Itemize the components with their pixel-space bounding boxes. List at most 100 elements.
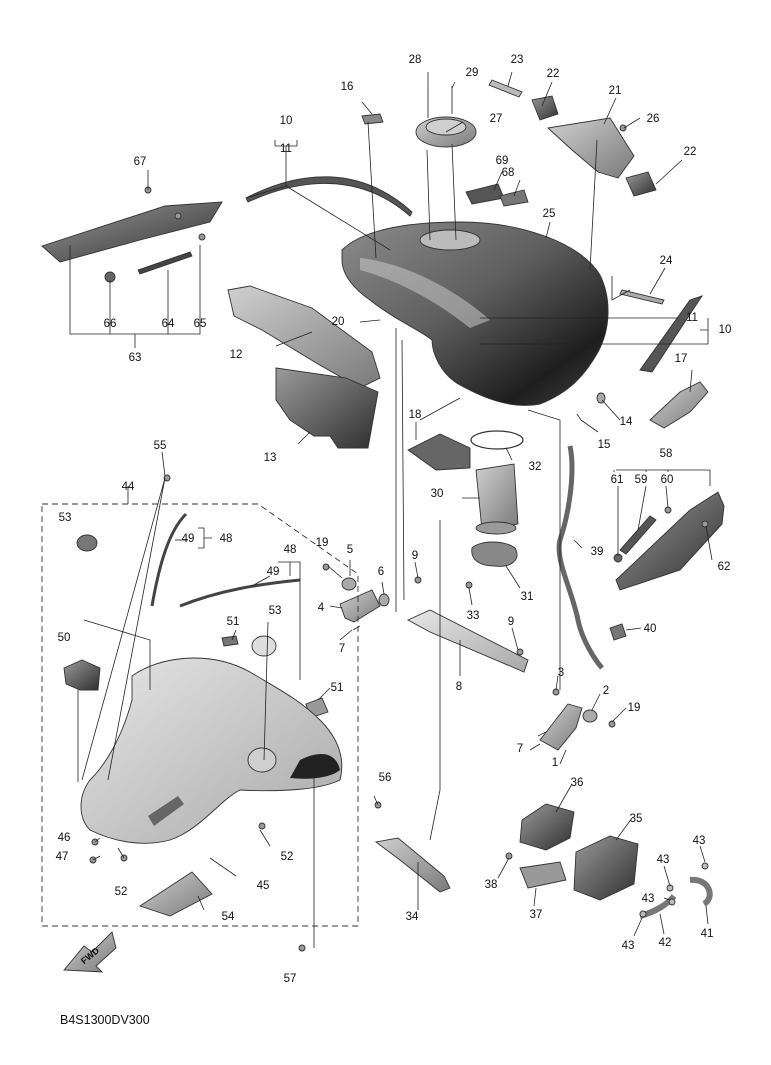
callout-42: 42 bbox=[659, 937, 672, 949]
callout-10b: 10 bbox=[719, 324, 732, 336]
callout-12: 12 bbox=[230, 349, 243, 361]
collar-5-shape bbox=[341, 577, 357, 591]
pad-18-shape bbox=[407, 433, 471, 471]
callout-14: 14 bbox=[620, 416, 633, 428]
callout-43b: 43 bbox=[657, 854, 670, 866]
callout-19b: 19 bbox=[628, 702, 641, 714]
callout-51a: 51 bbox=[227, 616, 240, 628]
hose-34-shape bbox=[374, 837, 451, 893]
bolt-38-shape bbox=[505, 852, 513, 860]
callout-28: 28 bbox=[409, 54, 422, 66]
callout-53b: 53 bbox=[269, 605, 282, 617]
callout-26: 26 bbox=[647, 113, 660, 125]
callout-46: 46 bbox=[58, 832, 71, 844]
leader-lines bbox=[69, 71, 713, 948]
bracket-36-shape bbox=[519, 803, 575, 851]
callout-67: 67 bbox=[134, 156, 147, 168]
callout-9a: 9 bbox=[412, 550, 418, 562]
callout-39: 39 bbox=[591, 546, 604, 558]
clip-43d bbox=[639, 910, 647, 918]
air-duct-shape bbox=[227, 285, 381, 389]
callout-labels: 1 2 3 4 5 6 7 7 8 9 9 10 10 11 11 12 13 … bbox=[56, 54, 732, 985]
bolt-19a-shape bbox=[322, 563, 330, 571]
seat-cowl-shape bbox=[41, 201, 223, 263]
callout-64: 64 bbox=[162, 318, 175, 330]
callout-54: 54 bbox=[222, 911, 235, 923]
callout-43a: 43 bbox=[693, 835, 706, 847]
callout-66: 66 bbox=[104, 318, 117, 330]
label-51a-shape bbox=[221, 635, 239, 647]
pad-13-shape bbox=[275, 367, 379, 449]
part-shapes bbox=[41, 79, 725, 973]
callout-7a: 7 bbox=[339, 643, 345, 655]
callout-53a: 53 bbox=[59, 512, 72, 524]
label-16-shape bbox=[361, 113, 384, 125]
bracket-1-shape bbox=[539, 703, 583, 751]
callout-24: 24 bbox=[660, 255, 673, 267]
callout-30: 30 bbox=[431, 488, 444, 500]
fuel-tank-highlight bbox=[360, 258, 490, 328]
callout-5: 5 bbox=[347, 544, 353, 556]
callout-10a: 10 bbox=[280, 115, 293, 127]
callout-8: 8 bbox=[456, 681, 462, 693]
filler-cap-top bbox=[425, 118, 467, 136]
callout-3: 3 bbox=[558, 667, 564, 679]
callout-38: 38 bbox=[485, 879, 498, 891]
tank-strip-right-shape bbox=[639, 295, 704, 373]
damper-14-shape bbox=[596, 392, 606, 404]
hose-41-shape bbox=[689, 876, 713, 907]
bolt-65-shape bbox=[198, 233, 206, 241]
strip-59-shape bbox=[619, 515, 657, 555]
fuel-pump-30-shape bbox=[475, 463, 519, 531]
callout-36: 36 bbox=[571, 777, 584, 789]
strip-49b-shape bbox=[179, 578, 301, 608]
group-44-outline bbox=[41, 503, 359, 927]
callout-49a: 49 bbox=[182, 533, 195, 545]
callout-48b: 48 bbox=[284, 544, 297, 556]
callout-48a: 48 bbox=[220, 533, 233, 545]
cowl-45-dark bbox=[290, 754, 340, 779]
cover-17-shape bbox=[649, 381, 709, 429]
callout-21: 21 bbox=[609, 85, 622, 97]
callout-37: 37 bbox=[530, 909, 543, 921]
label-69-shape bbox=[465, 183, 505, 205]
callout-52a: 52 bbox=[281, 851, 294, 863]
callout-17: 17 bbox=[675, 353, 688, 365]
callout-62: 62 bbox=[718, 561, 731, 573]
callout-43c: 43 bbox=[642, 893, 655, 905]
pin-23-shape bbox=[488, 79, 523, 98]
bracket-37-shape bbox=[519, 861, 567, 889]
cross-bar-8-shape bbox=[406, 609, 529, 673]
side-panel-58-shape bbox=[615, 491, 725, 591]
callout-6: 6 bbox=[378, 566, 384, 578]
callout-50: 50 bbox=[58, 632, 71, 644]
bolt-26-shape bbox=[619, 124, 627, 132]
callout-13: 13 bbox=[264, 452, 277, 464]
callout-52b: 52 bbox=[115, 886, 128, 898]
callout-65: 65 bbox=[194, 318, 207, 330]
cowl-45-shape bbox=[80, 657, 343, 844]
callout-33: 33 bbox=[467, 610, 480, 622]
callout-18: 18 bbox=[409, 409, 422, 421]
callout-4: 4 bbox=[318, 602, 325, 614]
callout-47: 47 bbox=[56, 851, 69, 863]
callout-61: 61 bbox=[611, 474, 624, 486]
cowl-45-grille bbox=[148, 796, 184, 826]
collar-22b-shape bbox=[625, 171, 657, 197]
callout-69: 69 bbox=[496, 155, 509, 167]
tank-strip-left-shape bbox=[245, 176, 413, 217]
fuel-tank-cap-opening bbox=[419, 229, 481, 251]
bolt-19b-shape bbox=[608, 720, 616, 728]
gasket-31-shape bbox=[471, 541, 518, 567]
canister-35-shape bbox=[573, 835, 639, 901]
callout-41: 41 bbox=[701, 928, 714, 940]
callout-22b: 22 bbox=[684, 146, 697, 158]
strip-64-shape bbox=[137, 251, 193, 275]
callout-56: 56 bbox=[379, 772, 392, 784]
callout-44: 44 bbox=[122, 481, 135, 493]
callout-43d: 43 bbox=[622, 940, 635, 952]
callout-31: 31 bbox=[521, 591, 534, 603]
callout-58: 58 bbox=[660, 448, 673, 460]
emblem-53a-shape bbox=[76, 534, 98, 552]
